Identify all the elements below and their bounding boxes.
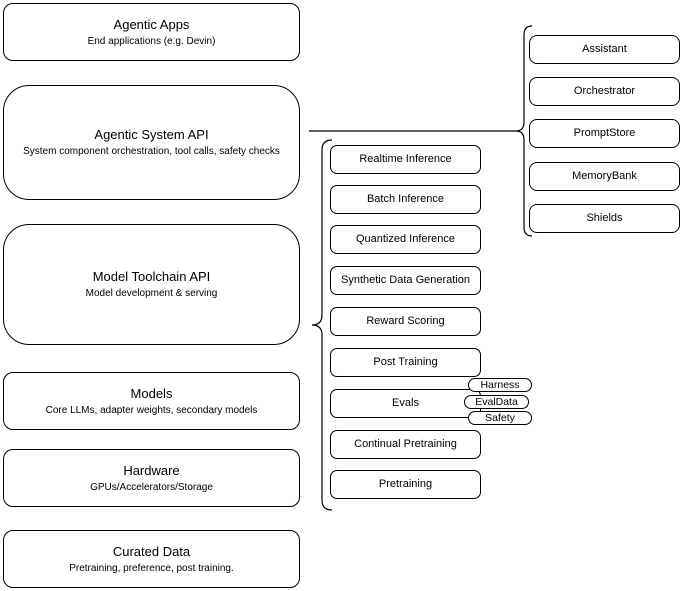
eval-badge-evaldata[interactable]: EvalData	[464, 395, 529, 409]
toolchain-item-quantized-inference[interactable]: Quantized Inference	[330, 225, 481, 254]
node-label: Pretraining	[378, 478, 433, 490]
toolchain-item-evals[interactable]: Evals	[330, 389, 481, 418]
toolchain-item-realtime-inference[interactable]: Realtime Inference	[330, 145, 481, 174]
node-title: Agentic System API	[94, 127, 209, 142]
component-memorybank[interactable]: MemoryBank	[529, 162, 680, 191]
node-label: Orchestrator	[573, 85, 636, 97]
node-title: Hardware	[123, 462, 180, 478]
toolchain-item-post-training[interactable]: Post Training	[330, 348, 481, 377]
toolchain-item-continual-pretraining[interactable]: Continual Pretraining	[330, 430, 481, 459]
node-label: Quantized Inference	[355, 233, 456, 245]
component-shields[interactable]: Shields	[529, 204, 680, 233]
node-subtitle: GPUs/Accelerators/Storage	[90, 481, 213, 493]
node-subtitle: Core LLMs, adapter weights, secondary mo…	[45, 404, 258, 416]
badge-label: Safety	[485, 411, 515, 424]
node-title: Curated Data	[112, 543, 191, 559]
node-title: Agentic Apps	[113, 16, 190, 32]
component-orchestrator[interactable]: Orchestrator	[529, 77, 680, 106]
eval-badge-harness[interactable]: Harness	[468, 378, 532, 392]
node-agentic-apps[interactable]: Agentic Apps End applications (e.g. Devi…	[3, 3, 300, 61]
node-label: Reward Scoring	[366, 315, 445, 327]
component-assistant[interactable]: Assistant	[529, 35, 680, 64]
node-label: Shields	[586, 212, 623, 224]
node-models[interactable]: Models Core LLMs, adapter weights, secon…	[3, 372, 300, 430]
node-subtitle: Pretraining, preference, post training.	[69, 562, 234, 574]
node-subtitle: System component orchestration, tool cal…	[23, 146, 280, 157]
eval-badge-safety[interactable]: Safety	[468, 411, 532, 425]
node-title: Model Toolchain API	[92, 269, 211, 284]
node-title: Models	[130, 385, 173, 401]
components-brace	[515, 25, 533, 237]
node-label: Realtime Inference	[359, 153, 452, 165]
toolchain-brace	[311, 139, 333, 511]
toolchain-item-pretraining[interactable]: Pretraining	[330, 470, 481, 499]
toolchain-item-reward-scoring[interactable]: Reward Scoring	[330, 307, 481, 336]
node-label: Synthetic Data Generation	[340, 274, 471, 286]
node-agentic-system-api[interactable]: Agentic System API System component orch…	[3, 85, 300, 200]
node-label: PromptStore	[573, 127, 636, 139]
node-label: Continual Pretraining	[354, 438, 457, 450]
node-label: MemoryBank	[572, 170, 637, 182]
badge-label: EvalData	[475, 395, 518, 408]
node-subtitle: Model development & serving	[85, 288, 218, 299]
node-label: Assistant	[582, 43, 627, 55]
node-hardware[interactable]: Hardware GPUs/Accelerators/Storage	[3, 449, 300, 507]
node-curated-data[interactable]: Curated Data Pretraining, preference, po…	[3, 530, 300, 588]
node-model-toolchain-api[interactable]: Model Toolchain API Model development & …	[3, 224, 300, 345]
toolchain-item-batch-inference[interactable]: Batch Inference	[330, 185, 481, 214]
node-label: Batch Inference	[366, 193, 445, 205]
toolchain-item-synthetic-data-generation[interactable]: Synthetic Data Generation	[330, 266, 481, 295]
node-label: Evals	[392, 397, 419, 409]
component-promptstore[interactable]: PromptStore	[529, 119, 680, 148]
badge-label: Harness	[480, 378, 520, 391]
node-label: Post Training	[373, 356, 438, 368]
node-subtitle: End applications (e.g. Devin)	[87, 35, 216, 47]
